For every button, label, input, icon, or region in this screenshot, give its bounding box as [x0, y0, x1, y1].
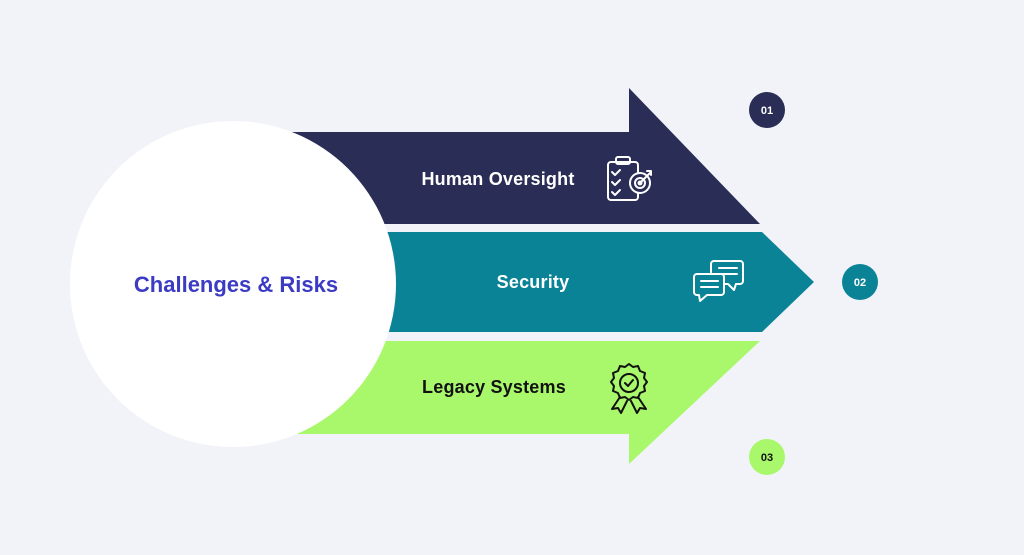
label-human-oversight: Human Oversight	[421, 169, 574, 189]
label-legacy-systems: Legacy Systems	[422, 377, 566, 397]
center-title: Challenges & Risks	[134, 272, 338, 297]
badge-01: 01	[749, 92, 785, 128]
label-security: Security	[497, 272, 570, 292]
badge-02-number: 02	[854, 277, 866, 289]
arrow-band-security	[285, 232, 814, 332]
badge-02: 02	[842, 264, 878, 300]
badge-01-number: 01	[761, 105, 773, 117]
badge-03: 03	[749, 439, 785, 475]
clipboard-target-icon	[607, 156, 652, 201]
chat-bubbles-icon	[693, 260, 744, 302]
award-badge-icon	[610, 363, 648, 414]
center-circle	[70, 121, 396, 447]
badge-03-number: 03	[761, 452, 773, 464]
